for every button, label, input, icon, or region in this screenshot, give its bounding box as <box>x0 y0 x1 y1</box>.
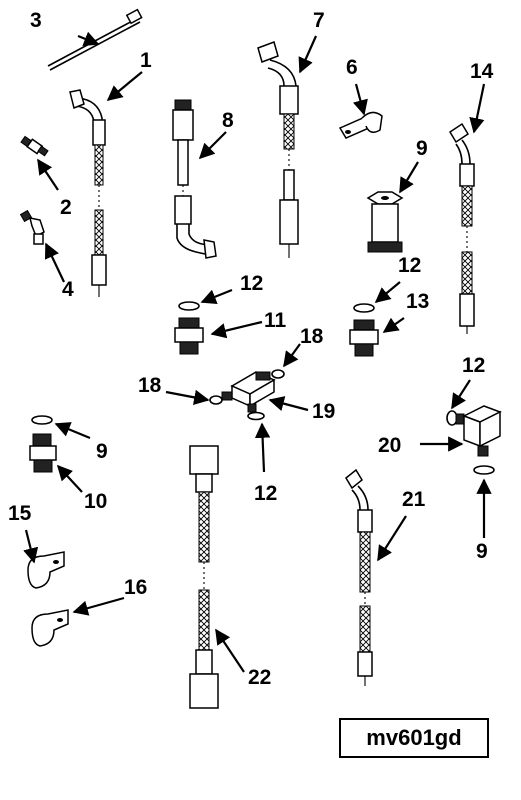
callout-15: 15 <box>8 502 32 525</box>
callout-14: 14 <box>470 60 494 83</box>
callout-10: 10 <box>84 490 107 513</box>
callout-6: 7 <box>313 9 325 32</box>
hose-6 <box>257 41 299 258</box>
callout-9-b: 9 <box>476 540 488 563</box>
callout-4: 4 <box>62 278 74 301</box>
callout-labels: 3 1 7 6 14 8 9 2 12 12 4 11 13 18 12 18 … <box>8 9 494 689</box>
callout-22: 22 <box>248 666 271 689</box>
callout-7: 8 <box>222 109 234 132</box>
callout-12-a: 12 <box>240 272 263 295</box>
callout-9-a: 9 <box>96 440 108 463</box>
callout-18-a: 18 <box>300 325 324 348</box>
hose-14 <box>448 122 475 334</box>
callout-13: 13 <box>406 290 429 313</box>
cable-tie-3 <box>47 8 143 71</box>
callout-5: 6 <box>346 56 358 79</box>
elbow-block-20 <box>455 405 502 457</box>
callout-16: 16 <box>124 576 147 599</box>
callout-21: 21 <box>402 488 426 511</box>
hose-21 <box>345 468 373 686</box>
callout-12-c: 12 <box>462 354 485 377</box>
clamp-16 <box>31 609 69 647</box>
o-ring-9a <box>31 415 53 425</box>
o-ring-12c <box>247 411 265 421</box>
callout-3: 3 <box>30 9 42 32</box>
o-ring-18a <box>209 395 223 405</box>
fitting-2 <box>20 135 49 157</box>
leader-lines <box>23 31 492 673</box>
fitting-10 <box>29 433 57 473</box>
hose-1 <box>69 89 107 297</box>
hose-7 <box>172 99 217 259</box>
callout-19: 19 <box>312 400 335 423</box>
callout-18-b: 18 <box>138 374 162 397</box>
spacer-8 <box>366 191 404 253</box>
fitting-11 <box>174 317 204 355</box>
fitting-13 <box>349 319 379 357</box>
o-ring-9b <box>473 465 495 475</box>
callout-12-d: 12 <box>254 482 277 505</box>
o-ring-12b <box>353 303 375 313</box>
callout-20: 20 <box>378 434 401 457</box>
callout-1: 1 <box>140 49 152 72</box>
clamp-5 <box>338 111 383 139</box>
tee-fitting-19 <box>221 371 276 413</box>
drawing-id-box: mv601gd <box>339 718 489 758</box>
callout-8: 9 <box>416 137 428 160</box>
elbow-fitting-4 <box>19 209 45 245</box>
callout-11: 11 <box>264 309 287 332</box>
o-ring-12a <box>178 301 200 311</box>
callout-12-b: 12 <box>398 254 421 277</box>
callout-2: 2 <box>60 196 72 219</box>
hose-22 <box>189 445 219 709</box>
o-ring-18b <box>271 369 285 379</box>
